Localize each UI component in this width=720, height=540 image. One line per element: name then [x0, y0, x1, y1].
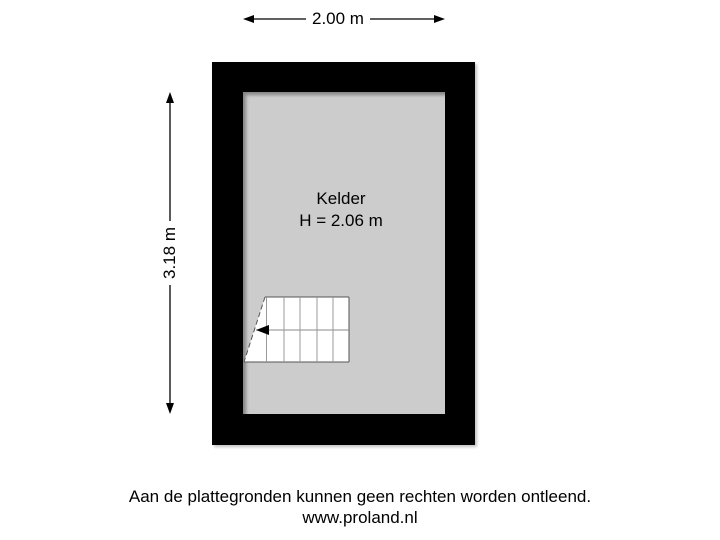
room-height: H = 2.06 m: [299, 211, 383, 230]
disclaimer-text: Aan de plattegronden kunnen geen rechten…: [128, 487, 592, 506]
room-name: Kelder: [316, 189, 366, 208]
website-link[interactable]: www.proland.nl: [302, 508, 418, 527]
room-label: Kelder H = 2.06 m: [243, 188, 439, 232]
footer: Aan de plattegronden kunnen geen rechten…: [0, 486, 720, 528]
stairs-direction-arrow-icon: [256, 325, 269, 335]
width-dimension-label: 2.00 m: [306, 9, 370, 29]
